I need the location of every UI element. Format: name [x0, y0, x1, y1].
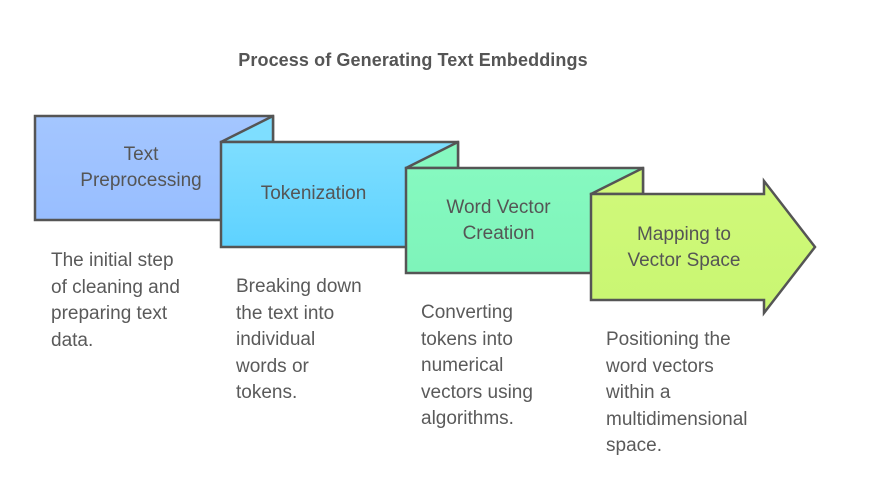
step-label-mapping-to-vector-space: Mapping to Vector Space: [627, 224, 741, 271]
step-description-text-preprocessing: The initial step of cleaning and prepari…: [51, 250, 180, 351]
step-label-text-preprocessing: Text Preprocessing: [80, 144, 202, 191]
step-description-tokenization: Breaking down the text into individual w…: [236, 276, 362, 403]
step-label-tokenization: Tokenization: [260, 183, 367, 204]
step-description-word-vector-creation: Converting tokens into numerical vectors…: [421, 302, 533, 429]
step-description-mapping-to-vector-space: Positioning the word vectors within a mu…: [606, 329, 748, 456]
diagram-title: Process of Generating Text Embeddings: [238, 50, 588, 70]
step-arrow-mapping-to-vector-space: [589, 177, 817, 317]
step-label-word-vector-creation: Word Vector Creation: [446, 197, 551, 244]
